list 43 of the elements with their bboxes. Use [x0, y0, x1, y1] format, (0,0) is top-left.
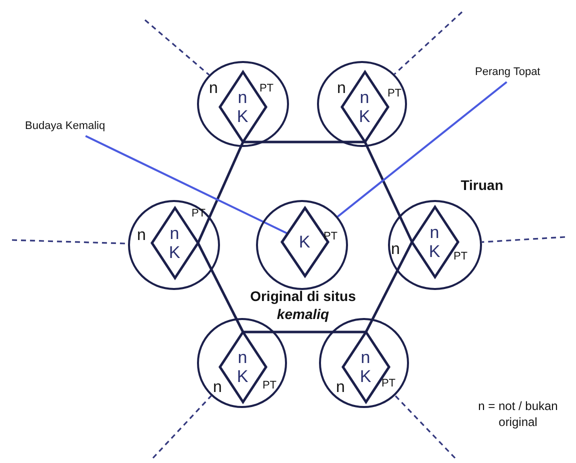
circle-node: [128, 200, 220, 290]
dashed-line: [144, 19, 210, 76]
node-label: n: [213, 380, 222, 396]
connector-line: [243, 330, 366, 334]
node-label: n K: [358, 348, 372, 386]
leader-label: Budaya Kemaliq: [25, 120, 106, 132]
node-label: K: [298, 232, 312, 251]
node-label: n K: [236, 88, 250, 126]
heading-text: Tiruan: [460, 176, 504, 194]
node-label: n K: [428, 222, 442, 260]
leader-line: [337, 81, 508, 218]
node-label: PT: [381, 378, 396, 389]
node-label: n: [391, 242, 400, 258]
node-label: n: [209, 80, 218, 96]
caption-text: Original di situs kemaliq: [249, 287, 357, 324]
node-label: n: [337, 80, 346, 96]
node-label: n: [336, 380, 345, 396]
dashed-line: [394, 11, 463, 75]
leader-label: Perang Topat: [475, 66, 540, 78]
connector-line: [196, 242, 244, 333]
connector-line: [364, 141, 414, 243]
node-label: PT: [259, 83, 274, 94]
node-label: PT: [191, 208, 206, 219]
leader-line: [85, 135, 288, 234]
circle-node: [317, 61, 407, 147]
node-label: PT: [453, 251, 468, 262]
dashed-line: [482, 236, 566, 243]
node-label: PT: [262, 380, 277, 391]
node-label: n K: [358, 88, 372, 126]
connector-line: [243, 140, 365, 144]
note-text: n = not / bukan original: [477, 399, 559, 430]
node-label: n: [137, 228, 146, 244]
node-label: PT: [323, 231, 338, 242]
node-label: n K: [168, 224, 182, 262]
circle-node: [256, 200, 348, 290]
circle-node: [197, 61, 289, 147]
dashed-line: [152, 395, 212, 459]
node-label: PT: [387, 88, 402, 99]
dashed-line: [394, 394, 456, 459]
node-label: n K: [236, 348, 250, 386]
connector-line: [364, 241, 414, 333]
circle-node: [388, 200, 482, 290]
connector-line: [196, 142, 244, 244]
